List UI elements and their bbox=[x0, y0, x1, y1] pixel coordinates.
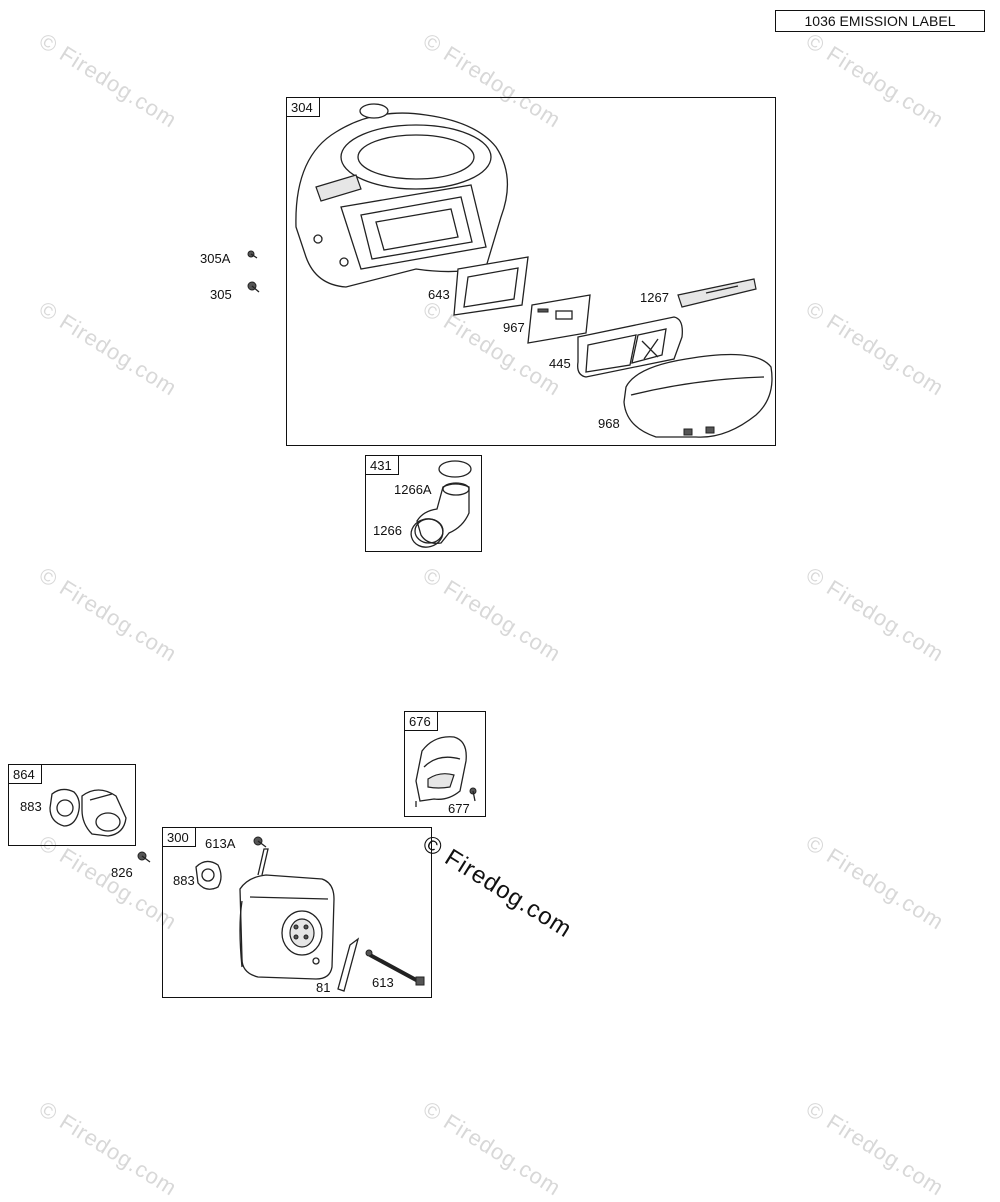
group-box-431: 431 bbox=[365, 455, 482, 552]
inlet-drawing bbox=[410, 460, 472, 548]
blower-housing-drawing bbox=[295, 103, 773, 438]
watermark: © Firedog.com bbox=[34, 1096, 182, 1201]
group-box-676: 676 bbox=[404, 711, 486, 817]
box-label-300[interactable]: 300 bbox=[163, 828, 196, 847]
guard-drawing bbox=[415, 736, 477, 807]
part-label-883-muffler[interactable]: 883 bbox=[173, 873, 195, 888]
part-label-967[interactable]: 967 bbox=[503, 320, 525, 335]
watermark-center: © Firedog.com bbox=[417, 830, 577, 944]
bolt-826-icon bbox=[137, 851, 151, 863]
screw-305-icon bbox=[247, 281, 260, 293]
part-label-826[interactable]: 826 bbox=[111, 865, 133, 880]
watermark: © Firedog.com bbox=[418, 1096, 566, 1201]
group-box-300: 300 bbox=[162, 827, 432, 998]
box-label-431[interactable]: 431 bbox=[366, 456, 399, 475]
part-label-1266a[interactable]: 1266A bbox=[394, 482, 432, 497]
group-box-864: 864 bbox=[8, 764, 136, 846]
part-label-1267[interactable]: 1267 bbox=[640, 290, 669, 305]
exhaust-pipe-drawing bbox=[49, 788, 127, 837]
part-label-445[interactable]: 445 bbox=[549, 356, 571, 371]
watermark: © Firedog.com bbox=[801, 830, 949, 935]
part-label-968[interactable]: 968 bbox=[598, 416, 620, 431]
part-label-643[interactable]: 643 bbox=[428, 287, 450, 302]
box-label-864[interactable]: 864 bbox=[9, 765, 42, 784]
watermark: © Firedog.com bbox=[801, 1096, 949, 1201]
part-label-1266[interactable]: 1266 bbox=[373, 523, 402, 538]
part-label-81[interactable]: 81 bbox=[316, 980, 331, 995]
part-label-883-pipe[interactable]: 883 bbox=[20, 799, 42, 814]
emission-label[interactable]: 1036 EMISSION LABEL bbox=[775, 10, 985, 32]
part-label-613a[interactable]: 613A bbox=[205, 836, 236, 851]
watermark: © Firedog.com bbox=[801, 296, 949, 401]
watermark: © Firedog.com bbox=[801, 562, 949, 667]
watermark: © Firedog.com bbox=[34, 296, 182, 401]
part-label-613[interactable]: 613 bbox=[372, 975, 394, 990]
watermark: © Firedog.com bbox=[34, 28, 182, 133]
muffler-drawing bbox=[195, 836, 425, 992]
screw-305a-icon bbox=[247, 250, 258, 259]
group-box-304: 304 bbox=[286, 97, 776, 446]
watermark: © Firedog.com bbox=[418, 562, 566, 667]
part-label-677[interactable]: 677 bbox=[448, 801, 470, 816]
part-label-305[interactable]: 305 bbox=[210, 287, 232, 302]
watermark: © Firedog.com bbox=[801, 28, 949, 133]
box-label-304[interactable]: 304 bbox=[287, 98, 320, 117]
box-label-676[interactable]: 676 bbox=[405, 712, 438, 731]
part-label-305a[interactable]: 305A bbox=[200, 251, 231, 266]
watermark: © Firedog.com bbox=[34, 562, 182, 667]
